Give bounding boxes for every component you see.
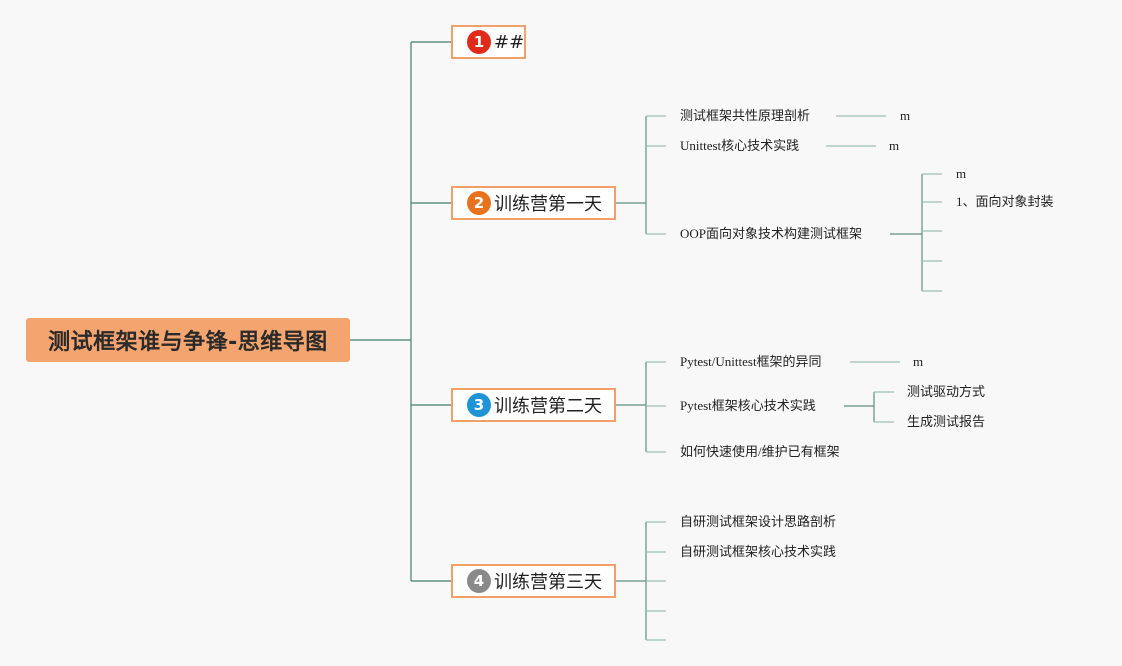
branch-day1-label: 训练营第一天 xyxy=(494,194,602,215)
branch-day1[interactable]: 2 训练营第一天 xyxy=(451,186,616,220)
topic-oop-sub-m[interactable]: m xyxy=(956,166,967,181)
topic-pytest-practice[interactable]: Pytest框架核心技术实践 xyxy=(680,398,816,413)
topic-oop-sub-encapsulation[interactable]: 1、面向对象封装 xyxy=(956,194,1054,209)
branch-day3[interactable]: 4 训练营第三天 xyxy=(451,564,616,598)
topic-unittest-practice-leaf[interactable]: m xyxy=(889,138,900,153)
number-1-icon: 1 xyxy=(467,30,491,54)
topic-test-driven[interactable]: 测试驱动方式 xyxy=(907,384,986,399)
topic-oop-framework[interactable]: OOP面向对象技术构建测试框架 xyxy=(680,226,863,241)
topic-framework-principles-leaf[interactable]: m xyxy=(900,108,911,123)
topic-custom-framework-design[interactable]: 自研测试框架设计思路剖析 xyxy=(680,514,837,529)
branch-day2[interactable]: 3 训练营第二天 xyxy=(451,388,616,422)
root-topic[interactable]: 测试框架谁与争锋-思维导图 xyxy=(26,318,350,362)
number-3-icon: 3 xyxy=(467,393,491,417)
branch-day3-label: 训练营第三天 xyxy=(494,572,602,593)
topic-framework-principles[interactable]: 测试框架共性原理剖析 xyxy=(680,108,811,123)
branch-1-label: ## xyxy=(494,31,525,53)
number-2-icon: 2 xyxy=(467,191,491,215)
topic-generate-report[interactable]: 生成测试报告 xyxy=(907,414,986,429)
number-4-icon: 4 xyxy=(467,569,491,593)
branch-1[interactable]: 1 ## xyxy=(451,25,526,59)
topic-custom-framework-practice[interactable]: 自研测试框架核心技术实践 xyxy=(680,544,837,559)
topic-unittest-practice[interactable]: Unittest核心技术实践 xyxy=(680,138,800,153)
topic-maintain-framework[interactable]: 如何快速使用/维护已有框架 xyxy=(680,444,840,459)
topic-pytest-unittest-diff[interactable]: Pytest/Unittest框架的异同 xyxy=(680,354,822,369)
topic-pytest-unittest-diff-leaf[interactable]: m xyxy=(913,354,924,369)
branch-day2-label: 训练营第二天 xyxy=(494,396,602,417)
